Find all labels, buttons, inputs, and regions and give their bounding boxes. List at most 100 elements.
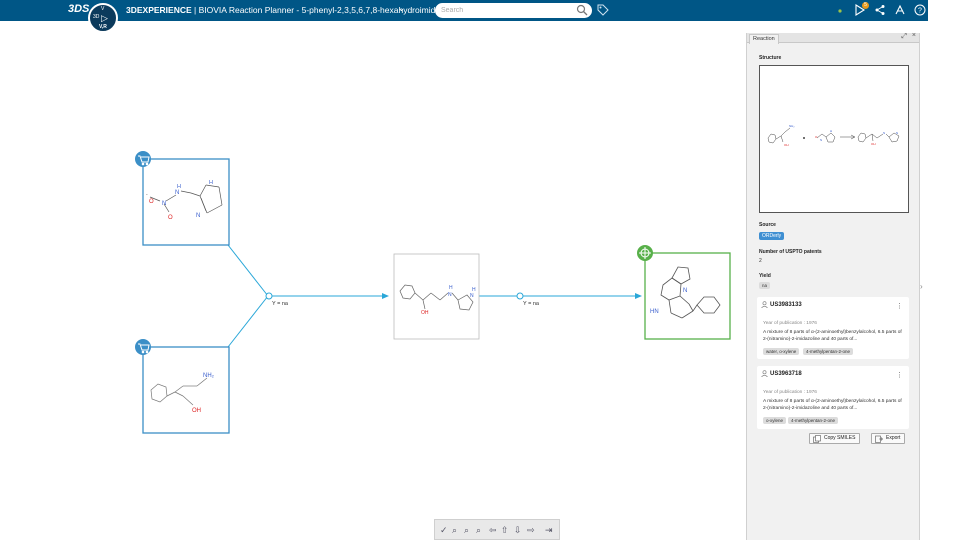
- compass-button[interactable]: V 3D ▷ V,R: [88, 3, 118, 33]
- search-box[interactable]: [435, 3, 592, 18]
- atom-label: N: [175, 190, 179, 196]
- export-icon: [875, 435, 883, 443]
- copy-smiles-label: Copy SMILES: [824, 435, 856, 441]
- reaction-node-1[interactable]: [265, 292, 273, 300]
- solvent-chip: o-xylene: [763, 417, 787, 424]
- share-play-icon[interactable]: [854, 4, 866, 16]
- patent-id[interactable]: US3963718: [770, 371, 802, 377]
- pan-up-icon[interactable]: ⇧: [501, 525, 509, 535]
- zoom-in-icon[interactable]: ⌕: [464, 525, 470, 535]
- tag-icon[interactable]: [597, 4, 609, 16]
- patent-description: A mixture of 8 parts of α-(2-aminoethyl)…: [763, 399, 902, 411]
- patents-label: Number of USPTO patents: [759, 249, 822, 255]
- atom-label: H: [472, 287, 476, 293]
- app-title: 3DEXPERIENCE | BIOVIA Reaction Planner -…: [126, 5, 447, 15]
- atom-label: O: [168, 215, 173, 221]
- reaction-panel: Reaction ⤢ × Structure OH NH₂ O: [746, 32, 920, 540]
- notification-badge[interactable]: 5: [862, 2, 869, 9]
- reactant-card-aminoalcohol[interactable]: NH₂ OH: [135, 339, 230, 434]
- panel-tab-bar: Reaction ⤢ ×: [747, 32, 919, 44]
- atom-label: N: [162, 201, 166, 207]
- yield-label: Yield: [759, 273, 771, 279]
- reaction-connectors: [227, 244, 640, 348]
- reaction-node-2[interactable]: [516, 292, 524, 300]
- chevron-right-icon[interactable]: ›: [920, 282, 923, 291]
- pan-left-icon[interactable]: ⇦: [489, 525, 497, 535]
- copy-icon: [813, 435, 821, 443]
- solvent-chip: water, o-xylene: [763, 348, 800, 355]
- atom-label-minus: -: [146, 192, 148, 198]
- search-input[interactable]: [441, 5, 571, 16]
- yield-chip: na: [759, 282, 771, 289]
- pan-right-icon[interactable]: ⇨: [527, 525, 535, 535]
- compass-3d-label: 3D: [93, 14, 100, 20]
- tab-reaction[interactable]: Reaction: [749, 34, 779, 44]
- fit-check-icon[interactable]: ✓: [440, 525, 448, 535]
- product-card[interactable]: N HN: [637, 245, 731, 340]
- scheme-atom-label: OH: [784, 143, 789, 147]
- export-view-icon[interactable]: ⇥: [545, 525, 553, 535]
- scheme-atom-label: N: [820, 138, 822, 142]
- pan-down-icon[interactable]: ⇩: [514, 525, 522, 535]
- scheme-atom-label: N: [883, 131, 885, 135]
- chevron-down-icon[interactable]: ⌄: [398, 4, 405, 13]
- export-button[interactable]: Export: [871, 433, 906, 444]
- atom-label: N: [448, 292, 452, 298]
- more-options-icon[interactable]: ⋮: [896, 303, 903, 310]
- atom-label: H: [449, 285, 453, 291]
- atom-label: HN: [650, 309, 659, 315]
- atom-label: N: [470, 293, 474, 299]
- expand-icon[interactable]: ⤢: [901, 33, 907, 40]
- atom-label: N: [683, 288, 687, 294]
- export-label: Export: [886, 435, 901, 441]
- scheme-atom-label: N: [896, 131, 898, 135]
- patent-description: A mixture of 8 parts of α-(2-aminoethyl)…: [763, 330, 902, 342]
- molecule-product: [660, 266, 721, 319]
- reaction-structure-view: OH NH₂ OH N N O N H: [759, 65, 909, 213]
- intermediate-card[interactable]: OH H N N H: [393, 253, 480, 340]
- apps-compass-icon[interactable]: [894, 4, 906, 16]
- svg-text:?: ?: [918, 8, 922, 15]
- help-icon[interactable]: ?: [914, 4, 926, 16]
- cart-icon[interactable]: [138, 343, 150, 354]
- compass-number: V,R: [99, 24, 107, 30]
- solvent-chip: 4-methylpentan-2-one: [803, 348, 854, 355]
- close-icon[interactable]: ×: [911, 32, 916, 39]
- search-icon[interactable]: [576, 4, 588, 16]
- source-label: Source: [759, 222, 776, 228]
- patent-card[interactable]: US3983133 ⋮ Year of publication : 1976 A…: [757, 297, 909, 359]
- atom-label: O: [149, 199, 154, 205]
- patent-year: Year of publication : 1976: [763, 390, 817, 395]
- reactant-card-nitroimine[interactable]: - O N O N H H N: [135, 151, 230, 246]
- atom-label: OH: [421, 310, 429, 316]
- zoom-out-icon[interactable]: ⌕: [476, 525, 482, 535]
- reaction-canvas[interactable]: Y = na Y = na - O N O N H H N: [0, 21, 746, 540]
- target-icon[interactable]: [639, 247, 651, 259]
- status-dot-icon: [838, 9, 842, 13]
- molecule-aminoalcohol: [150, 377, 208, 406]
- patent-card[interactable]: US3963718 ⋮ Year of publication : 1976 A…: [757, 366, 909, 429]
- compass-v-label: V: [101, 6, 105, 12]
- user-icon: [761, 370, 768, 377]
- app-title-brand: 3DEXPERIENCE: [126, 5, 192, 15]
- solvent-chip: 4-methylpentan-2-one: [788, 417, 839, 424]
- yield-label-2: Y = na: [523, 301, 540, 307]
- arrowhead-1: [382, 293, 389, 299]
- app-title-rest: | BIOVIA Reaction Planner - 5-phenyl-2,3…: [191, 5, 448, 15]
- reaction-scheme: OH NH₂ OH N N O N H: [767, 124, 900, 147]
- top-bar: 3DS 3DEXPERIENCE | BIOVIA Reaction Plann…: [0, 0, 928, 21]
- patent-id[interactable]: US3983133: [770, 302, 802, 308]
- bottom-toolbar: ✓ ⌕ ⌕ ⌕ ⇦ ⇧ ⇩ ⇨ ⇥: [434, 519, 560, 540]
- user-icon: [761, 301, 768, 308]
- atom-label: OH: [192, 408, 201, 414]
- atom-label: H: [209, 180, 213, 186]
- yield-label-1: Y = na: [272, 301, 289, 307]
- play-icon: ▷: [101, 13, 108, 23]
- brand-logo[interactable]: 3DS: [68, 3, 90, 15]
- copy-smiles-button[interactable]: Copy SMILES: [809, 433, 861, 444]
- source-badge[interactable]: ORDerly: [759, 232, 785, 240]
- zoom-fit-icon[interactable]: ⌕: [452, 525, 458, 535]
- cart-icon[interactable]: [138, 155, 150, 166]
- more-options-icon[interactable]: ⋮: [896, 372, 903, 379]
- share-icon[interactable]: [874, 4, 886, 16]
